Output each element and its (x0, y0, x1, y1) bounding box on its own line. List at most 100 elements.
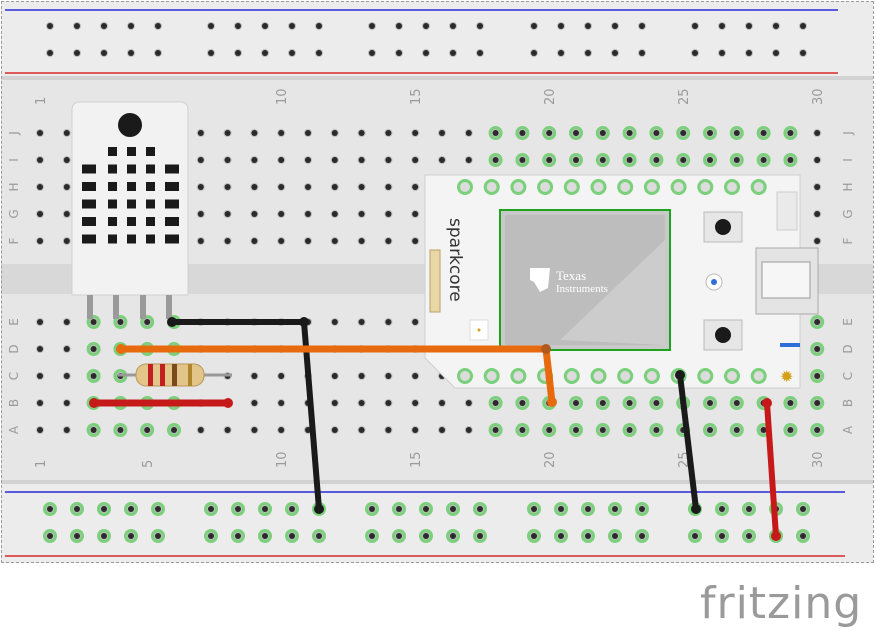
resistor[interactable] (118, 363, 232, 387)
hole[interactable] (278, 211, 285, 217)
hole[interactable] (573, 157, 579, 163)
rail-hole[interactable] (450, 506, 456, 512)
rail-hole[interactable] (531, 506, 537, 512)
wire-end[interactable] (314, 504, 324, 514)
wire-end[interactable] (167, 317, 177, 327)
hole[interactable] (331, 184, 338, 190)
hole[interactable] (626, 157, 633, 163)
rail-hole[interactable] (262, 533, 268, 539)
hole[interactable] (760, 157, 767, 163)
hole[interactable] (519, 157, 526, 163)
hole[interactable] (385, 130, 392, 136)
hole[interactable] (707, 157, 713, 163)
hole[interactable] (412, 184, 419, 190)
rail-hole[interactable] (155, 533, 161, 539)
hole[interactable] (251, 157, 258, 163)
hole[interactable] (305, 238, 311, 244)
rail-hole[interactable] (773, 23, 779, 29)
hole[interactable] (63, 346, 70, 352)
hole[interactable] (144, 427, 151, 433)
rail-hole[interactable] (235, 50, 241, 56)
hole[interactable] (358, 130, 365, 136)
rail-hole[interactable] (612, 533, 618, 539)
hole[interactable] (814, 319, 821, 325)
hole[interactable] (251, 130, 258, 136)
hole[interactable] (546, 157, 553, 163)
hole[interactable] (331, 400, 338, 406)
hole[interactable] (412, 157, 419, 163)
rail-hole[interactable] (612, 506, 618, 512)
hole[interactable] (63, 427, 70, 433)
hole[interactable] (63, 373, 70, 379)
hole[interactable] (385, 238, 392, 244)
hole[interactable] (144, 319, 151, 325)
rail-hole[interactable] (800, 23, 806, 29)
hole[interactable] (385, 211, 392, 217)
rail-hole[interactable] (800, 50, 806, 56)
rail-hole[interactable] (155, 506, 161, 512)
hole[interactable] (63, 130, 70, 136)
hole[interactable] (814, 346, 821, 352)
hole[interactable] (37, 130, 43, 136)
hole[interactable] (814, 400, 821, 406)
hole[interactable] (385, 319, 392, 325)
hole[interactable] (331, 319, 338, 325)
hole[interactable] (224, 427, 231, 433)
hole[interactable] (760, 130, 767, 136)
wire-end[interactable] (691, 504, 701, 514)
rail-hole[interactable] (477, 23, 483, 29)
hole[interactable] (733, 157, 740, 163)
rail-hole[interactable] (477, 50, 483, 56)
hole[interactable] (412, 130, 419, 136)
rail-hole[interactable] (558, 50, 564, 56)
rail-hole[interactable] (692, 23, 698, 29)
hole[interactable] (412, 238, 419, 244)
dht-sensor[interactable] (71, 101, 189, 319)
hole[interactable] (251, 427, 258, 433)
rail-hole[interactable] (719, 50, 725, 56)
rail-hole[interactable] (639, 533, 645, 539)
hole[interactable] (465, 400, 472, 406)
rail-hole[interactable] (719, 23, 725, 29)
wire-end[interactable] (762, 398, 772, 408)
wire-end[interactable] (89, 398, 99, 408)
hole[interactable] (412, 211, 419, 217)
rail-hole[interactable] (235, 23, 241, 29)
rail-hole[interactable] (639, 50, 645, 56)
hole[interactable] (37, 184, 43, 190)
rail-hole[interactable] (558, 506, 564, 512)
rail-hole[interactable] (585, 506, 591, 512)
rail-hole[interactable] (262, 23, 268, 29)
hole[interactable] (814, 130, 821, 136)
rail-hole[interactable] (128, 506, 134, 512)
rail-hole[interactable] (155, 50, 161, 56)
hole[interactable] (305, 427, 311, 433)
rail-hole[interactable] (396, 23, 402, 29)
rail-hole[interactable] (128, 50, 134, 56)
rail-hole[interactable] (531, 533, 537, 539)
hole[interactable] (63, 184, 70, 190)
hole[interactable] (278, 157, 285, 163)
wire-end[interactable] (116, 344, 126, 354)
wire-end[interactable] (223, 398, 233, 408)
rail-hole[interactable] (369, 506, 375, 512)
hole[interactable] (278, 400, 285, 406)
rail-hole[interactable] (74, 506, 80, 512)
hole[interactable] (63, 400, 70, 406)
rail-hole[interactable] (692, 533, 698, 539)
hole[interactable] (733, 427, 740, 433)
rail-hole[interactable] (208, 23, 214, 29)
rail-hole[interactable] (101, 23, 107, 29)
rail-hole[interactable] (47, 533, 53, 539)
hole[interactable] (197, 157, 204, 163)
hole[interactable] (90, 346, 97, 352)
wire-end[interactable] (547, 397, 557, 407)
hole[interactable] (573, 427, 579, 433)
rail-hole[interactable] (746, 533, 752, 539)
rail-hole[interactable] (800, 533, 806, 539)
hole[interactable] (37, 373, 43, 379)
hole[interactable] (331, 211, 338, 217)
hole[interactable] (707, 427, 713, 433)
rail-hole[interactable] (612, 23, 618, 29)
hole[interactable] (278, 130, 285, 136)
